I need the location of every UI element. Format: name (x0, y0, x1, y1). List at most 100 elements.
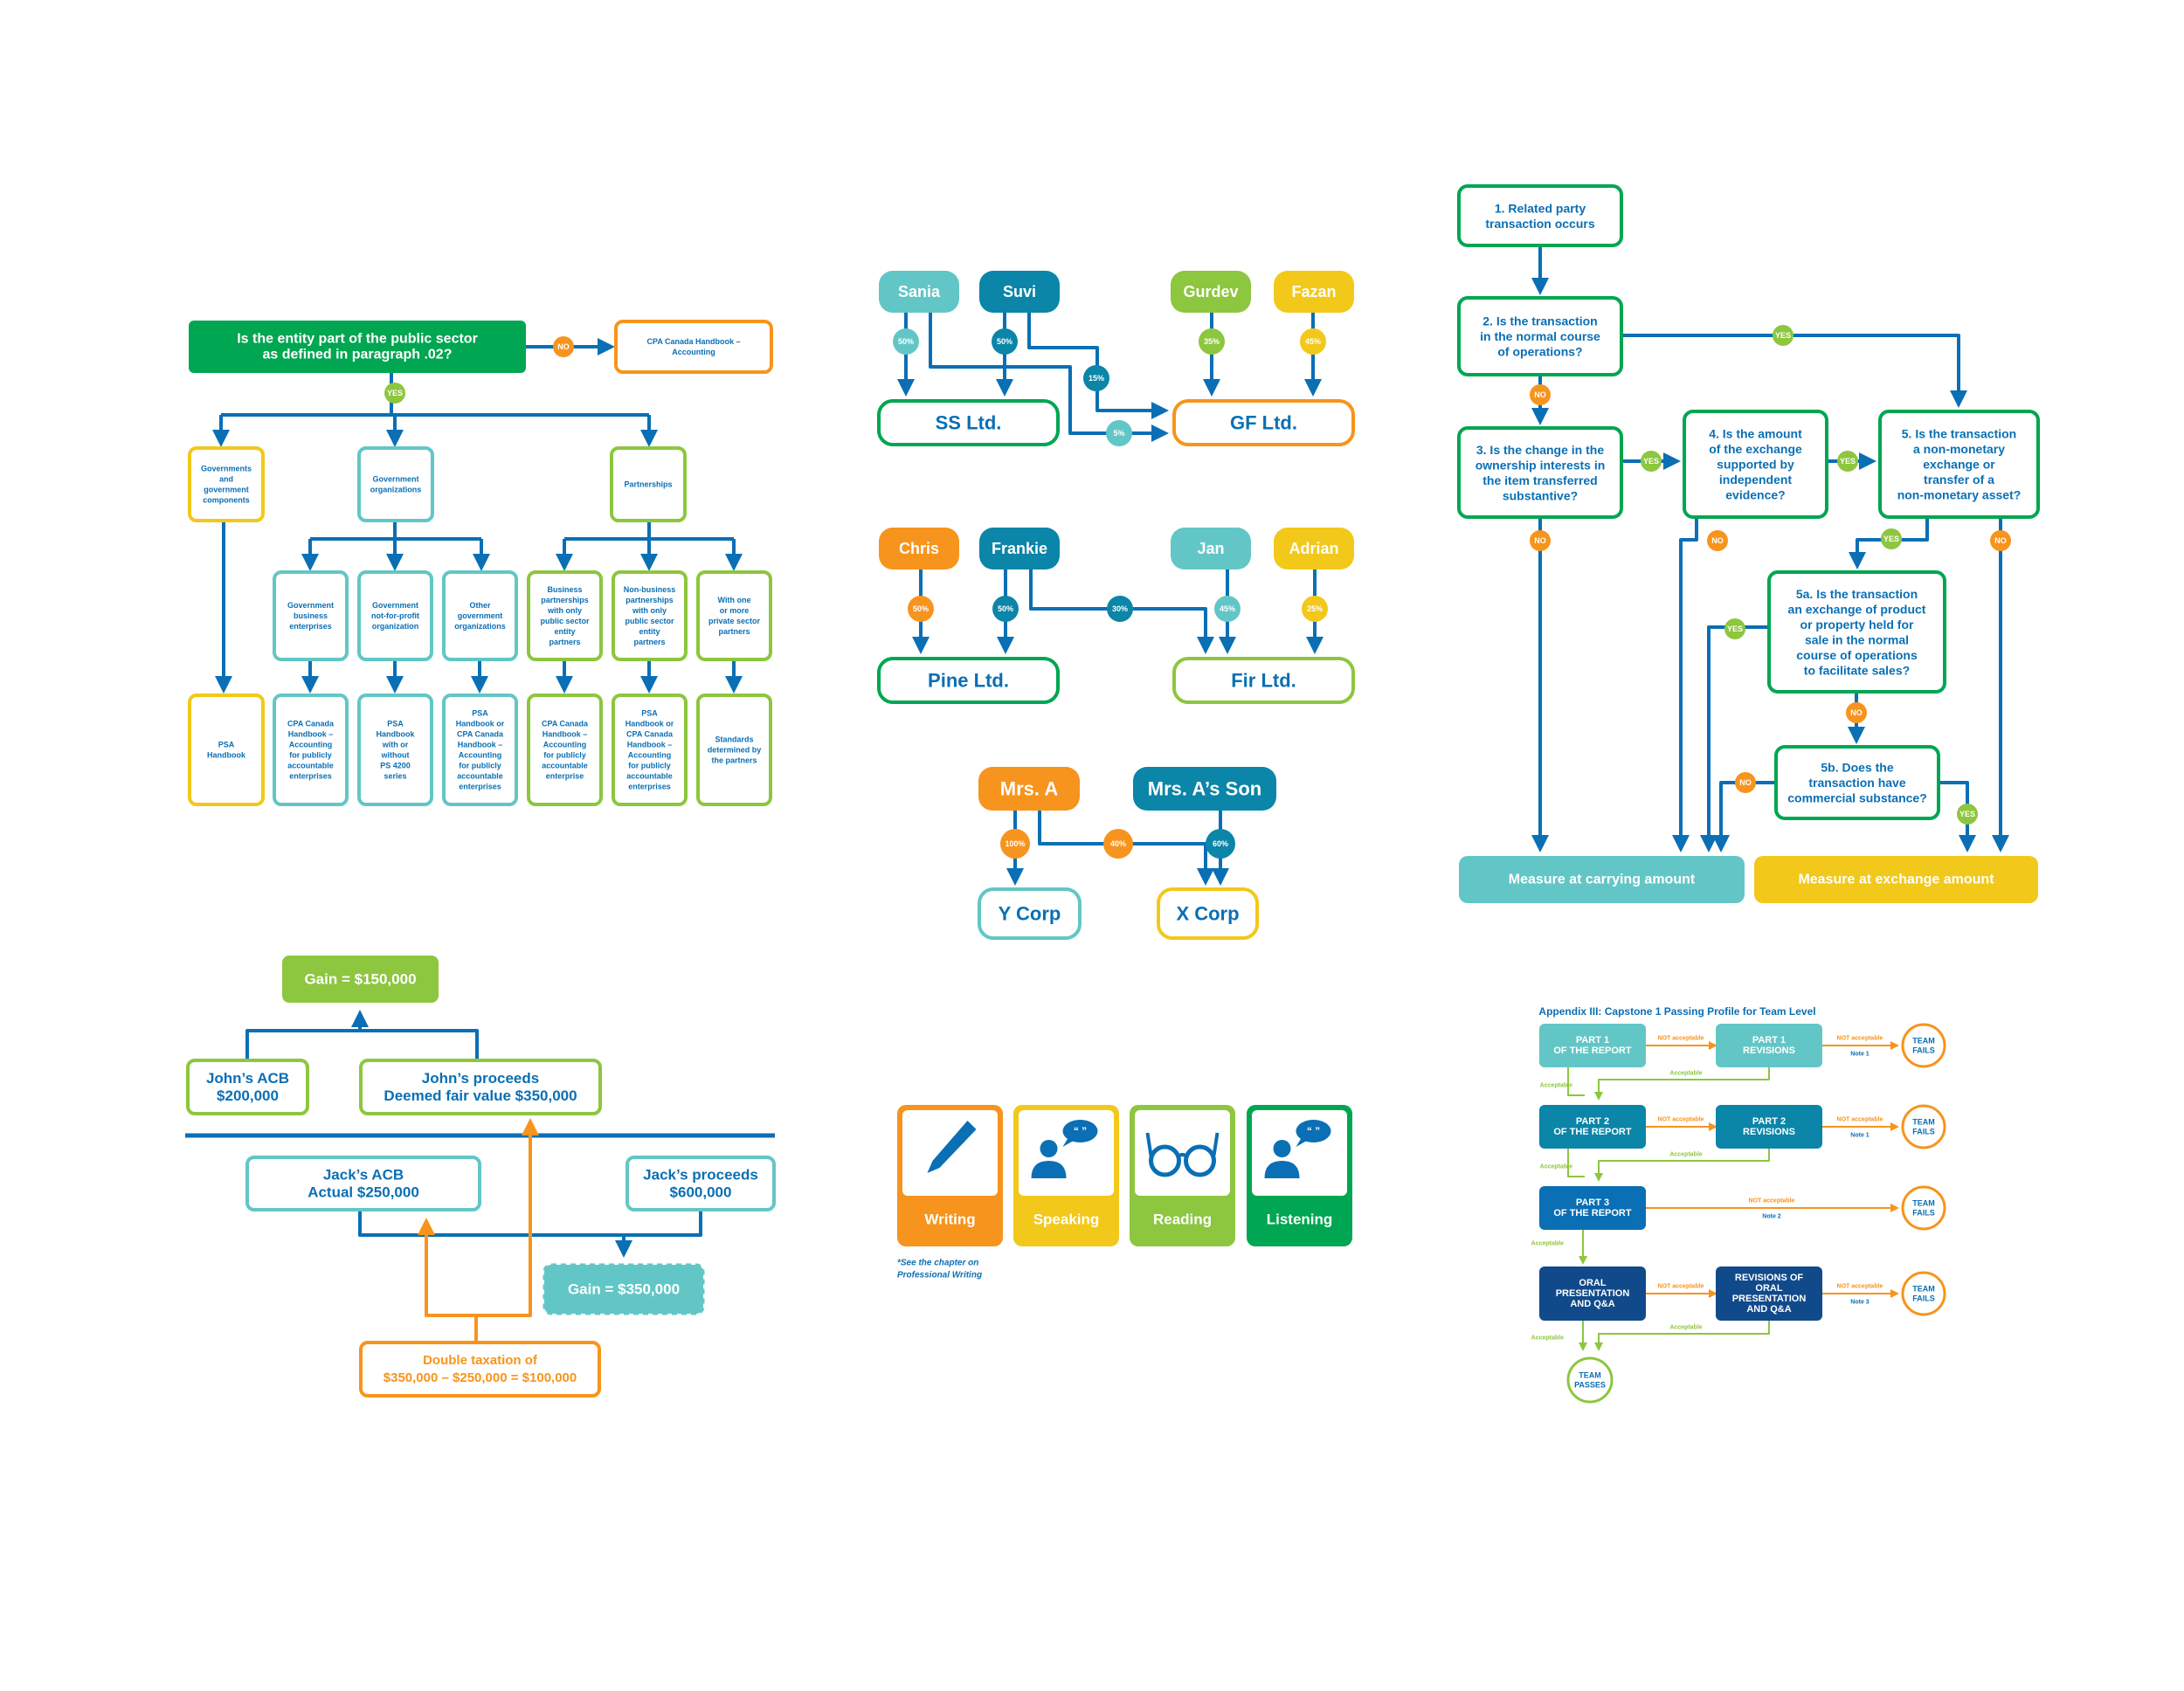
exchange-amount-box: Measure at exchange amount (1754, 856, 2038, 903)
yes-badge: YES (384, 383, 405, 404)
badge: 60% (1206, 829, 1235, 859)
no-badge: NO (553, 336, 574, 357)
text-line: Actual $250,000 (308, 1184, 419, 1201)
label: Acceptable (1669, 1071, 1702, 1077)
text-line: Fir Ltd. (1231, 670, 1296, 692)
label: 15% (1089, 374, 1104, 383)
text-line: Double taxation of (423, 1353, 538, 1368)
body (1264, 1161, 1300, 1178)
label: 60% (1213, 839, 1228, 848)
text-line: Note 1 (1850, 1133, 1870, 1139)
badge-circle (1206, 829, 1235, 859)
badge: 50% (992, 328, 1018, 355)
box-shape (189, 321, 526, 373)
text-line: YES (1643, 457, 1659, 466)
box-shape (696, 570, 772, 661)
connector (1712, 781, 1776, 852)
skill-card: Writing (897, 1105, 1003, 1246)
owner-pill: Mrs. A’s Son (1133, 767, 1276, 811)
text-line: TEAM (1912, 1199, 1935, 1208)
text-line: for publicly (543, 751, 586, 760)
box-shape (273, 570, 349, 661)
label: John’s ACB$200,000 (206, 1070, 289, 1104)
head (1040, 1140, 1058, 1157)
text-line: Acceptable (1540, 1164, 1572, 1170)
label: NOT acceptable (1837, 1284, 1883, 1290)
text-line: Adrian (1289, 540, 1338, 557)
badge: 50% (992, 596, 1019, 622)
lens-right (1184, 1144, 1216, 1177)
text-line: of the exchange (1709, 442, 1802, 456)
badge-circle (1302, 596, 1328, 622)
badge: 25% (1302, 596, 1328, 622)
text-line: public sector (625, 617, 674, 625)
text-line: “ ” (1074, 1125, 1087, 1137)
card-icon-area (1019, 1110, 1114, 1196)
label: Measure at exchange amount (1798, 873, 1994, 887)
text-line: Acceptable (1531, 1241, 1564, 1247)
question-box: Is the entity part of the public sectora… (189, 321, 526, 373)
box-shape (614, 320, 773, 374)
text-line: organization (372, 622, 419, 631)
label: Is the entity part of the public sectora… (237, 332, 478, 362)
text-line: PSA (387, 720, 404, 728)
text-line: accountable (626, 772, 673, 781)
label: Gurdev (1183, 283, 1238, 300)
text-line: sale in the normal (1805, 632, 1909, 646)
box-shape (273, 694, 349, 806)
box-shape (979, 271, 1060, 313)
box-shape (1274, 271, 1354, 313)
label: YES (1840, 457, 1856, 466)
skill-card: “ ”Speaking (1013, 1105, 1119, 1246)
label: 25% (1307, 604, 1323, 613)
text-line: as defined in paragraph .02? (263, 348, 453, 362)
connector (1594, 1067, 1770, 1101)
text-line: NO (1534, 536, 1546, 545)
box-shape (1716, 1105, 1822, 1149)
text-line: for publicly (628, 762, 671, 770)
badge-circle (992, 328, 1018, 355)
text-line: Accounting (628, 751, 672, 760)
box-shape (1539, 1024, 1646, 1067)
badge: 35% (1199, 328, 1225, 355)
box-shape (282, 956, 439, 1003)
label: 50% (898, 337, 914, 346)
text-line: OF THE REPORT (1553, 1127, 1632, 1137)
connector (1594, 1321, 1770, 1351)
text-line: an exchange of product (1788, 602, 1926, 616)
text-line: enterprises (289, 622, 332, 631)
text-line: Government (372, 475, 418, 484)
lens-left (1149, 1144, 1181, 1177)
text-line: YES (1959, 810, 1975, 818)
text-line: Measure at exchange amount (1798, 873, 1994, 887)
text-line: FAILS (1912, 1046, 1935, 1055)
badge-circle (1199, 328, 1225, 355)
level1-box: Partnerships (610, 446, 687, 522)
label: NO (1711, 536, 1724, 545)
badge: 50% (908, 596, 934, 622)
text-line: FAILS (1912, 1209, 1935, 1218)
badge: YES (1641, 451, 1662, 472)
box-shape (1767, 570, 1946, 694)
text-line: Note 3 (1850, 1300, 1870, 1306)
text-line: in the normal course (1480, 329, 1600, 343)
box-shape (527, 694, 603, 806)
text-line: Accounting (289, 741, 333, 749)
box-shape (1457, 426, 1623, 519)
text-line: 25% (1307, 604, 1323, 613)
badge: YES (1837, 451, 1858, 472)
label: Acceptable (1540, 1083, 1572, 1089)
